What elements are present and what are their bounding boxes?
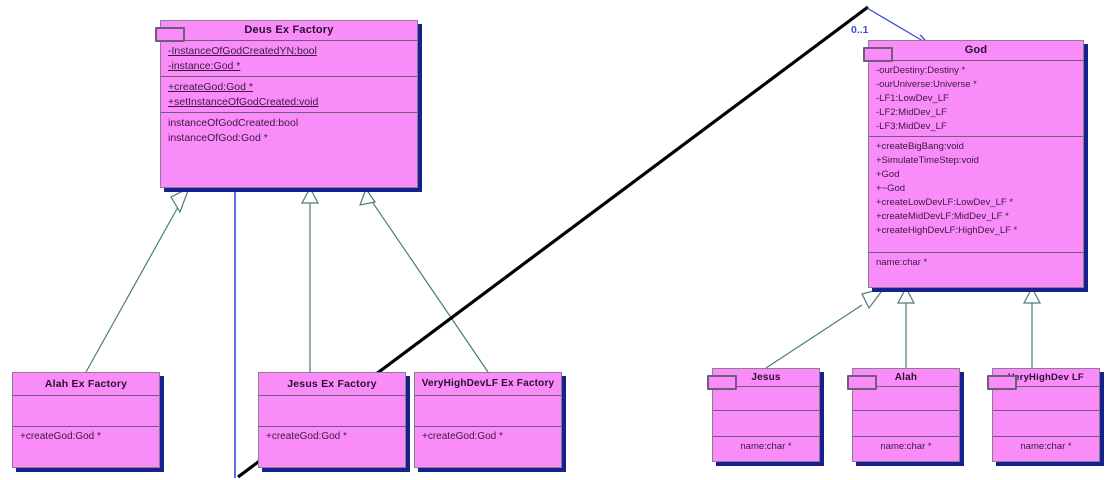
class-name-compartment: Jesus	[713, 369, 819, 387]
extra-compartment: instanceOfGodCreated:bool instanceOfGod:…	[161, 113, 417, 187]
extra-item: name:char *	[1020, 441, 1072, 452]
class-name-compartment: Alah	[853, 369, 959, 387]
class-tab-icon	[155, 27, 185, 42]
association-arrow-to-god	[866, 7, 928, 44]
operation-item: +createGod:God *	[20, 431, 101, 442]
operation-item: +createGod:God *	[168, 81, 253, 93]
class-title: Alah Ex Factory	[44, 378, 128, 390]
class-title: VeryHighDevLF Ex Factory	[421, 378, 555, 389]
attributes-compartment	[853, 387, 959, 411]
class-title: Jesus Ex Factory	[287, 378, 377, 390]
extra-item: name:char *	[740, 441, 792, 452]
class-name-compartment: Jesus Ex Factory	[259, 373, 405, 396]
operations-compartment: +createBigBang:void +SimulateTimeStep:vo…	[869, 137, 1083, 253]
class-box-veryhighdev-lf[interactable]: VeryHighDev LF name:char *	[987, 368, 1100, 462]
operation-item: +createGod:God *	[422, 431, 503, 442]
operations-compartment: +createGod:God * +setInstanceOfGodCreate…	[161, 77, 417, 113]
attribute-item: -LF2:MidDev_LF	[876, 107, 947, 118]
class-name-compartment: God	[869, 41, 1083, 61]
generalization-jesusexfactory-to-deusexfactory	[301, 186, 319, 372]
attribute-item: -InstanceOfGodCreatedYN:bool	[168, 45, 317, 57]
operations-compartment	[713, 411, 819, 437]
class-name-compartment: VeryHighDev LF	[993, 369, 1099, 387]
class-title: God	[964, 44, 988, 56]
extra-item: name:char *	[876, 257, 928, 268]
class-tab-icon	[707, 375, 737, 390]
operations-compartment: +createGod:God *	[259, 427, 405, 467]
class-name-compartment: Deus Ex Factory	[161, 21, 417, 41]
generalization-alah-to-god	[897, 286, 915, 368]
class-tab-icon	[847, 375, 877, 390]
operation-item: +createHighDevLF:HighDev_LF *	[876, 225, 1018, 236]
class-box-alah-ex-factory[interactable]: Alah Ex Factory +createGod:God *	[12, 372, 160, 468]
attributes-compartment	[259, 396, 405, 427]
generalization-veryhighdevlfexfactory-to-deusexfactory	[359, 187, 489, 373]
class-name-compartment: VeryHighDevLF Ex Factory	[415, 373, 561, 396]
extra-compartment: name:char *	[853, 437, 959, 461]
attribute-item: -instance:God *	[168, 60, 241, 72]
class-box-alah[interactable]: Alah name:char *	[847, 368, 960, 462]
operation-item: +setInstanceOfGodCreated:void	[168, 96, 319, 108]
class-name-compartment: Alah Ex Factory	[13, 373, 159, 396]
attributes-compartment	[993, 387, 1099, 411]
extra-compartment: name:char *	[713, 437, 819, 461]
extra-item: instanceOfGodCreated:bool	[168, 117, 299, 129]
attribute-item: -LF1:LowDev_LF	[876, 93, 949, 104]
attributes-compartment	[13, 396, 159, 427]
class-title: Deus Ex Factory	[244, 24, 334, 36]
generalization-veryhighdevlf-to-god	[1023, 286, 1041, 368]
attributes-compartment: -InstanceOfGodCreatedYN:bool -instance:G…	[161, 41, 417, 77]
extra-compartment: name:char *	[869, 253, 1083, 287]
extra-item: instanceOfGod:God *	[168, 132, 268, 144]
class-title: VeryHighDev LF	[1008, 372, 1084, 383]
operation-item: +~God	[876, 183, 906, 194]
operation-item: +createMidDevLF:MidDev_LF *	[876, 211, 1009, 222]
class-box-god[interactable]: God -ourDestiny:Destiny * -ourUniverse:U…	[863, 40, 1084, 288]
attributes-compartment	[415, 396, 561, 427]
attributes-compartment	[713, 387, 819, 411]
class-box-veryhighdevlf-ex-factory[interactable]: VeryHighDevLF Ex Factory +createGod:God …	[414, 372, 562, 468]
attribute-item: -LF3:MidDev_LF	[876, 121, 947, 132]
attributes-compartment: -ourDestiny:Destiny * -ourUniverse:Unive…	[869, 61, 1083, 137]
operations-compartment: +createGod:God *	[415, 427, 561, 467]
multiplicity-label-0..1: 0..1	[851, 24, 869, 36]
class-box-jesus-ex-factory[interactable]: Jesus Ex Factory +createGod:God *	[258, 372, 406, 468]
class-tab-icon	[863, 47, 893, 62]
class-box-deus-ex-factory[interactable]: Deus Ex Factory -InstanceOfGodCreatedYN:…	[155, 20, 418, 188]
extra-item: name:char *	[880, 441, 932, 452]
operation-item: +createGod:God *	[266, 431, 347, 442]
operations-compartment	[993, 411, 1099, 437]
operations-compartment: +createGod:God *	[13, 427, 159, 467]
class-box-jesus[interactable]: Jesus name:char *	[707, 368, 820, 462]
operation-item: +SimulateTimeStep:void	[876, 155, 979, 166]
generalization-jesus-to-god	[765, 286, 886, 369]
extra-compartment: name:char *	[993, 437, 1099, 461]
operation-item: +God	[876, 169, 900, 180]
operation-item: +createBigBang:void	[876, 141, 964, 152]
class-title: Alah	[894, 372, 918, 383]
operations-compartment	[853, 411, 959, 437]
generalization-alahexfactory-to-deusexfactory	[85, 186, 191, 373]
class-tab-icon	[987, 375, 1017, 390]
class-title: Jesus	[751, 372, 781, 383]
operation-item: +createLowDevLF:LowDev_LF *	[876, 197, 1014, 208]
attribute-item: -ourUniverse:Universe *	[876, 79, 977, 90]
attribute-item: -ourDestiny:Destiny *	[876, 65, 966, 76]
